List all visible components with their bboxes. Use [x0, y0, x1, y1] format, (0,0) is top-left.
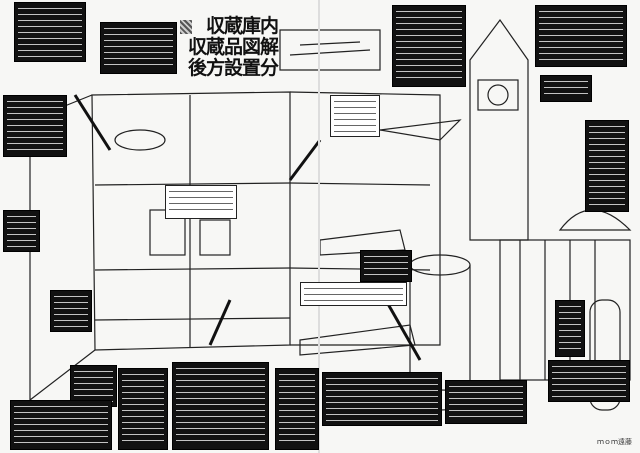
caption-box [392, 5, 466, 87]
caption-box [165, 185, 237, 219]
caption-box [360, 250, 412, 282]
caption-box [585, 120, 629, 212]
caption-box [322, 372, 442, 426]
title-line-3: 後方設置分 [187, 57, 279, 79]
caption-box [275, 368, 319, 450]
caption-box [555, 300, 585, 357]
caption-box [118, 368, 168, 450]
caption-box [3, 95, 67, 157]
caption-box [535, 5, 627, 67]
caption-box [445, 380, 527, 424]
page-fold [318, 0, 320, 453]
caption-box [50, 290, 92, 332]
page-title: 収蔵庫内 収蔵品図解 後方設置分 [186, 15, 279, 79]
title-mark-icon [180, 20, 192, 34]
title-line-1: 収蔵庫内 [205, 15, 279, 37]
caption-box [14, 2, 86, 62]
caption-box [3, 210, 40, 252]
artist-credit: ｍｏｍ遠藤 [597, 438, 632, 446]
caption-box [330, 95, 380, 137]
title-line-2: 収蔵品図解 [187, 36, 279, 58]
caption-box [10, 400, 112, 450]
caption-box [172, 362, 269, 450]
caption-box [100, 22, 177, 74]
caption-box [548, 360, 630, 402]
caption-box [300, 282, 407, 306]
caption-box [540, 75, 592, 102]
